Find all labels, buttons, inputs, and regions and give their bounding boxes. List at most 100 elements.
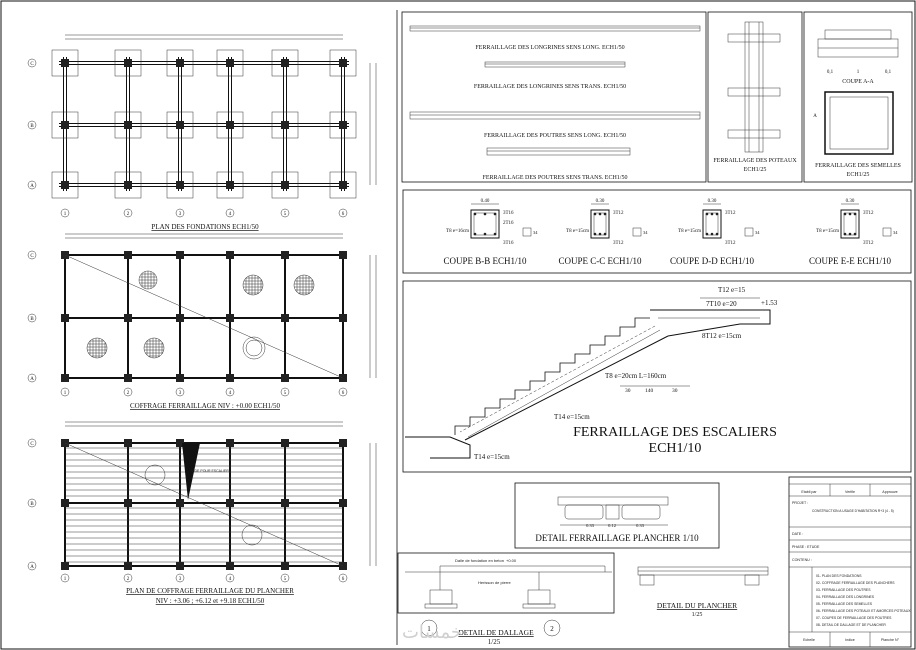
axis-number: 5	[284, 577, 287, 582]
section-outline	[590, 209, 610, 239]
posts-title: FERRAILLAGE DES POTEAUX	[713, 158, 797, 164]
beam-elevation-2	[484, 61, 626, 68]
footing-section-mark: A	[813, 114, 817, 119]
tb-phase-label: PHASE : ETUDE	[792, 545, 820, 549]
dallage-label-1: Dalle de fondation en beton	[455, 558, 504, 563]
section-bottom-bars: 3T12	[725, 241, 736, 246]
axis-bubble	[175, 387, 185, 397]
rebar-bottom	[493, 232, 497, 236]
tb-content-item: 04- FERRAILLAGE DES LONGRINES	[816, 595, 875, 599]
footing-dim-left: 0,1	[827, 70, 834, 75]
axis-letter: B	[30, 124, 34, 129]
column	[339, 314, 347, 322]
tb-content-item: 01- PLAN DES FONDATIONS	[816, 574, 862, 578]
axis-number: 6	[342, 577, 345, 582]
column	[124, 121, 132, 129]
footings-scale: ECH1/25	[847, 172, 870, 178]
beams-title-3: FERRAILLAGE DES POUTRES SENS LONG. ECH1/…	[484, 133, 626, 139]
plancher-dim-2: 0.12	[608, 523, 616, 528]
stairs-title-1: FERRAILLAGE DES ESCALIERS	[573, 425, 777, 440]
rebar-top	[705, 212, 709, 216]
plancher-dim-1: 0.33	[586, 523, 595, 528]
stairs-bar-6: T14 e=15cm	[474, 453, 510, 461]
footing	[114, 111, 142, 139]
section-stirrup-label: T8 e=15cm	[566, 229, 589, 234]
column	[61, 314, 69, 322]
floor-plan-title-1: PLAN DE COFFRAGE FERRAILLAGE DU PLANCHER	[126, 587, 294, 595]
column	[176, 251, 184, 259]
axis-bubble	[60, 208, 70, 218]
stairs-level: +1.53	[761, 299, 778, 307]
column	[61, 181, 69, 189]
watermark-logo: خمسات	[402, 622, 462, 643]
rebar-top	[843, 212, 847, 216]
rebar-bottom	[710, 232, 714, 236]
axis-bubble	[280, 387, 290, 397]
footings-title: FERRAILLAGE DES SEMELLES	[815, 163, 901, 169]
column	[176, 314, 184, 322]
axis-bubble	[280, 573, 290, 583]
footing	[271, 49, 299, 77]
detail-plancher-title: DETAIL DU PLANCHER	[657, 601, 737, 610]
footing	[51, 111, 79, 139]
axis-number: 5	[284, 391, 287, 396]
section-title: COUPE E-E ECH1/10	[809, 256, 891, 266]
column	[176, 499, 184, 507]
stirrup-shape	[522, 227, 532, 237]
axis-number: 4	[229, 577, 232, 582]
tb-foot-1: Echelle	[803, 638, 815, 642]
column	[61, 121, 69, 129]
axis-bubble	[338, 387, 348, 397]
sections-panel	[402, 189, 912, 274]
section-side: 34	[643, 230, 648, 235]
tb-content-item: 08- DETAIL DE DALLAGE ET DE PLANCHER	[816, 623, 886, 627]
axis-letter: A	[30, 565, 34, 570]
dallage-drawing	[405, 565, 612, 637]
footing	[271, 111, 299, 139]
rebar-top	[603, 212, 607, 216]
axis-bubble	[338, 208, 348, 218]
rebar-bottom	[848, 232, 852, 236]
axis-bubble	[27, 373, 37, 383]
column	[281, 314, 289, 322]
tb-head-3: Approuve	[882, 490, 897, 494]
footing-section	[817, 29, 899, 58]
posts-scale: ECH1/25	[744, 167, 767, 173]
column	[176, 439, 184, 447]
column	[61, 499, 69, 507]
tb-project: CONSTRUCTION A USAGE D'HABITATION R+3 (4…	[812, 509, 894, 513]
opening-circle	[293, 274, 315, 296]
column	[124, 439, 132, 447]
axis-number: 2	[127, 577, 130, 582]
section-mid-bars: 2T16	[503, 221, 514, 226]
section-top-bars: 3T12	[725, 211, 736, 216]
section-stirrup	[593, 212, 607, 236]
axis-bubble	[60, 573, 70, 583]
rebar-top	[598, 212, 602, 216]
axis-bubble	[27, 180, 37, 190]
column	[226, 374, 234, 382]
column	[61, 562, 69, 570]
column	[339, 181, 347, 189]
stairs-bar-1: T12 e=15	[718, 286, 746, 294]
footing	[329, 171, 357, 199]
dallage-mark-2: 2	[550, 625, 554, 633]
axis-number: 3	[179, 577, 182, 582]
stairs-dim-3: 30	[672, 388, 678, 394]
tb-project-label: PROJET :	[792, 501, 808, 505]
column	[176, 181, 184, 189]
footing-coupe-title: COUPE A-A	[842, 79, 874, 85]
tb-head-2: Verifie	[845, 490, 855, 494]
axis-bubble	[280, 208, 290, 218]
section-bottom-bars: 3T12	[613, 241, 624, 246]
axis-letter: C	[30, 442, 34, 447]
dallage-label-2: +0.00	[506, 558, 517, 563]
section-stirrup	[843, 212, 857, 236]
rebar-bottom	[603, 232, 607, 236]
section-dim: 0.30	[596, 199, 605, 204]
stairs-dim-1: 30	[625, 388, 631, 394]
stair-rebar-bottom	[467, 329, 661, 438]
column	[226, 439, 234, 447]
